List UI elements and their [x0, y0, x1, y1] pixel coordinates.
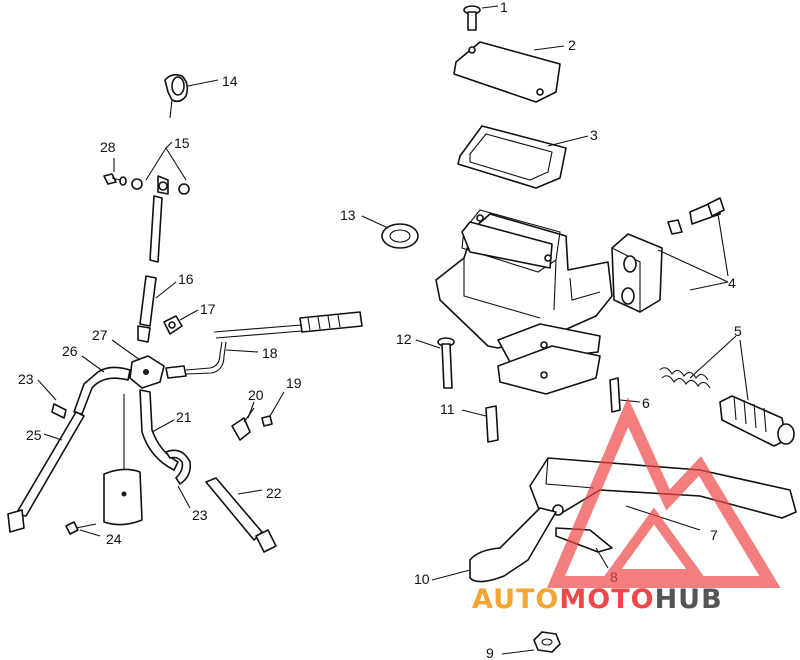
upper-hose [149, 195, 163, 263]
nut-9 [533, 631, 561, 653]
callout-5: 5 [734, 323, 742, 339]
callout-27: 27 [92, 327, 108, 343]
hose-22-end [255, 529, 277, 553]
callout-23-upper: 23 [18, 371, 34, 387]
callout-17: 17 [200, 301, 216, 317]
callout-12: 12 [396, 331, 412, 347]
callout-19: 19 [286, 375, 302, 391]
callout-10: 10 [414, 571, 430, 587]
clamp-4 [611, 197, 725, 313]
bracket-10 [469, 507, 557, 583]
callout-3: 3 [590, 127, 598, 143]
callout-11: 11 [440, 401, 455, 417]
watermark-text: AUTOMOTOHUB [472, 584, 723, 615]
fitting-17 [163, 315, 183, 335]
callout-28: 28 [100, 139, 116, 155]
brake-line-18 [165, 311, 363, 379]
callout-14: 14 [222, 73, 238, 89]
master-cylinder-body [435, 209, 613, 395]
screw-1 [463, 5, 481, 31]
pivot-pin-6 [609, 377, 621, 413]
bolt-11 [485, 405, 499, 443]
hose-26 [73, 366, 131, 415]
callout-2: 2 [568, 37, 576, 53]
callout-6: 6 [642, 395, 650, 411]
hose-22 [205, 477, 263, 541]
callout-21: 21 [176, 409, 192, 425]
hose-21 [139, 389, 179, 471]
hose-25 [15, 411, 85, 517]
hose-25-end [7, 509, 25, 533]
hose-16-fitting [137, 325, 151, 343]
reservoir-cover-2 [453, 41, 561, 103]
brake-line-assembly [7, 73, 363, 553]
clip-23a [51, 403, 67, 419]
callout-9: 9 [486, 645, 494, 660]
callout-18: 18 [262, 345, 278, 361]
clamp-23b [165, 449, 192, 485]
piston-spring-5 [659, 367, 795, 447]
callout-24: 24 [106, 531, 122, 547]
callout-13: 13 [340, 207, 356, 223]
banjo-bolt-15 [131, 175, 190, 195]
bracket-24 [65, 468, 143, 535]
hose-16 [139, 275, 157, 327]
callout-15: 15 [174, 135, 190, 151]
cap-19 [261, 415, 273, 427]
callout-22: 22 [266, 485, 282, 501]
screw-12 [437, 337, 455, 389]
seal-ring-13 [381, 223, 419, 249]
callout-7: 7 [710, 527, 718, 543]
callout-labels: 1 2 3 4 5 6 7 8 9 10 11 12 13 14 15 16 1… [18, 0, 742, 660]
automotohub-watermark: AUTOMOTOHUB [472, 397, 781, 615]
watermark-logo-triangles [546, 397, 781, 588]
callout-4: 4 [728, 275, 736, 291]
callout-16: 16 [178, 271, 194, 287]
callout-20: 20 [248, 387, 264, 403]
junction-block-27 [129, 355, 165, 389]
callout-23-lower: 23 [192, 507, 208, 523]
callout-26: 26 [62, 343, 78, 359]
callout-1: 1 [500, 0, 508, 15]
diaphragm-3 [457, 125, 567, 189]
callout-25: 25 [26, 427, 42, 443]
bleeder-20 [231, 407, 255, 441]
banjo-fitting-14 [164, 73, 189, 119]
leader-lines [37, 5, 749, 655]
bolt-28 [103, 173, 127, 186]
